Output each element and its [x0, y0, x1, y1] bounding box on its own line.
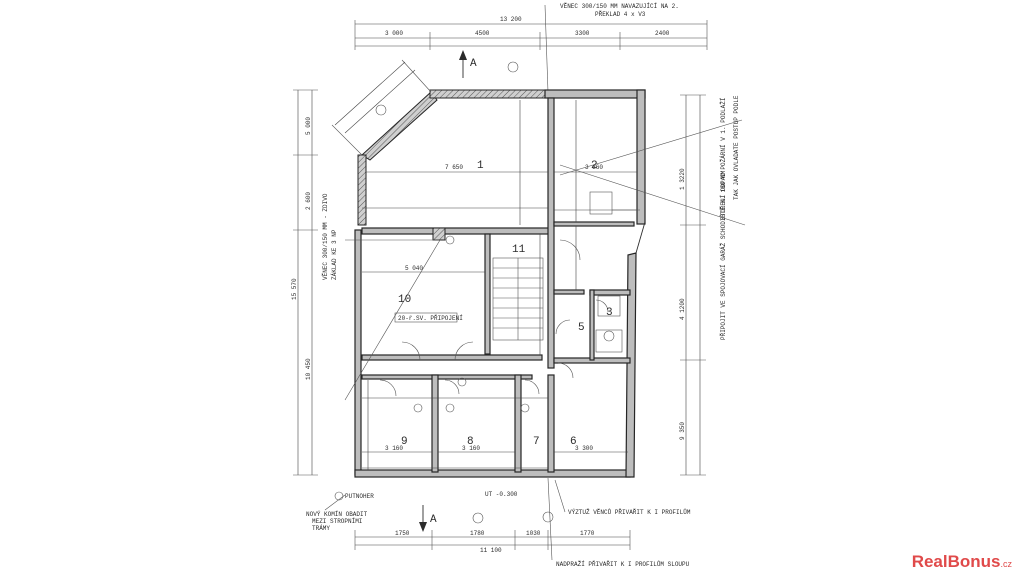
bottom-dimension-chain: 1750 1780 1030 1770 11 100	[354, 530, 631, 554]
realbonus-watermark: RealBonus.cz	[912, 552, 1012, 572]
svg-text:PŘEKLAD 4 x V3: PŘEKLAD 4 x V3	[595, 11, 646, 18]
room-2-label: 2	[591, 160, 598, 172]
level-tag: UT -0.300	[485, 491, 518, 498]
room2-details	[589, 191, 640, 353]
svg-text:PŘIPOJIT VE SPOJOVACÍ GARÁŽ SC: PŘIPOJIT VE SPOJOVACÍ GARÁŽ SCHODIŠTĚ K.…	[720, 170, 727, 340]
room-9-label: 9	[401, 436, 408, 448]
svg-text:VÝZTUŽ VĚNCŮ PŘIVAŘIT K I PROF: VÝZTUŽ VĚNCŮ PŘIVAŘIT K I PROFILŮM	[568, 509, 691, 516]
bottom-notes: VÝZTUŽ VĚNCŮ PŘIVAŘIT K I PROFILŮM NADPR…	[306, 477, 691, 568]
room-1-label: 1	[477, 160, 484, 172]
dim-bottom-total: 11 100	[480, 547, 502, 554]
svg-text:TAK JAK OVLADATE POSTUP PODLE: TAK JAK OVLADATE POSTUP PODLE	[733, 95, 740, 200]
svg-text:NADPRAŽÍ PŘIVAŘIT K I PROFILŮM: NADPRAŽÍ PŘIVAŘIT K I PROFILŮM SLOUPU	[556, 561, 690, 568]
svg-text:MEZI STROPNÍMI: MEZI STROPNÍMI	[312, 518, 362, 525]
staircase	[492, 257, 544, 341]
dim-left-1: 5 000	[305, 117, 312, 135]
watermark-brand: RealBonus	[911, 552, 1001, 571]
left-dimension-chain: 15 570 5 000 2 600 10 450	[291, 89, 318, 476]
room-11-label: 11	[512, 244, 526, 256]
furnace-tag: PUTNOHER	[345, 493, 374, 500]
inner-dimension-lines: 7 650 3 360 5 040 3 160 3 160 3 300	[362, 100, 637, 470]
svg-text:A: A	[430, 514, 437, 526]
dim-left-total: 15 570	[291, 278, 298, 300]
section-marker-bottom: A	[419, 505, 437, 532]
svg-text:ZÁKLAD KE 3 NP: ZÁKLAD KE 3 NP	[331, 229, 338, 280]
room-8-label: 8	[467, 436, 474, 448]
dim-bottom-3: 1030	[526, 530, 541, 537]
dim-room8: 3 160	[462, 445, 480, 452]
svg-text:NOVÝ KOMÍN OBADIT: NOVÝ KOMÍN OBADIT	[306, 511, 368, 518]
dim-right-3: 9 350	[679, 422, 686, 440]
svg-text:VĚNEC 300/150 MM - ZDIVO: VĚNEC 300/150 MM - ZDIVO	[322, 193, 329, 280]
dim-room1: 7 650	[445, 164, 463, 171]
room-10-label: 10	[398, 294, 411, 306]
kitchen-tag: 20-ř.SV. PŘIPOJENÍ	[398, 315, 463, 322]
dim-room2: 3 360	[585, 164, 603, 171]
dim-right-2: 4 1200	[679, 298, 686, 320]
room-labels: 1 2 3 5 6 7 8 9 10 11	[398, 160, 613, 448]
left-notes: VĚNEC 300/150 MM - ZDIVO ZÁKLAD KE 3 NP	[322, 193, 441, 401]
dim-top-2: 4500	[475, 30, 490, 37]
svg-text:VĚNEC 300/150 MM NAVAZUJÍCÍ NA: VĚNEC 300/150 MM NAVAZUJÍCÍ NA 2.	[560, 3, 679, 10]
dim-right-1: 1 3220	[679, 168, 686, 190]
inner-tags: 20-ř.SV. PŘIPOJENÍ UT -0.300 PUTNOHER	[334, 312, 518, 501]
dim-left-2: 2 600	[305, 192, 312, 210]
diagonal-dimension	[331, 59, 432, 156]
outer-walls	[354, 89, 646, 478]
top-dimension-chain: 13 200 3 000 4500 3300 2400	[354, 16, 708, 50]
dim-top-total: 13 200	[500, 16, 522, 23]
dim-room6: 3 300	[575, 445, 593, 452]
right-dimension-chain: 1 3220 4 1200 9 350	[679, 94, 706, 476]
svg-text:A: A	[470, 58, 477, 70]
dim-bottom-1: 1750	[395, 530, 410, 537]
svg-text:STOŘENÍ ODPAD POŽÁRNÍ V 1. POD: STOŘENÍ ODPAD POŽÁRNÍ V 1. PODLAŽÍ	[720, 98, 727, 220]
dim-bottom-2: 1780	[470, 530, 485, 537]
svg-text:TRÁMY: TRÁMY	[312, 525, 330, 532]
watermark-suffix: .cz	[1000, 559, 1012, 569]
dim-top-4: 2400	[655, 30, 670, 37]
right-notes: STOŘENÍ ODPAD POŽÁRNÍ V 1. PODLAŽÍ TAK J…	[559, 95, 746, 340]
room-6-label: 6	[570, 436, 577, 448]
door-swings	[379, 239, 609, 397]
dim-top-3: 3300	[575, 30, 590, 37]
dim-left-3: 10 450	[305, 358, 312, 380]
room-3-label: 3	[606, 307, 613, 319]
dim-top-1: 3 000	[385, 30, 403, 37]
dim-room10: 5 040	[405, 265, 423, 272]
dim-bottom-4: 1770	[580, 530, 595, 537]
dim-room9: 3 160	[385, 445, 403, 452]
section-marker-top: A	[459, 50, 477, 78]
interior-walls	[361, 97, 635, 473]
top-note: VĚNEC 300/150 MM NAVAZUJÍCÍ NA 2. PŘEKLA…	[544, 3, 679, 93]
room-7-label: 7	[533, 436, 540, 448]
room-5-label: 5	[578, 322, 585, 334]
axis-markers	[375, 61, 554, 524]
